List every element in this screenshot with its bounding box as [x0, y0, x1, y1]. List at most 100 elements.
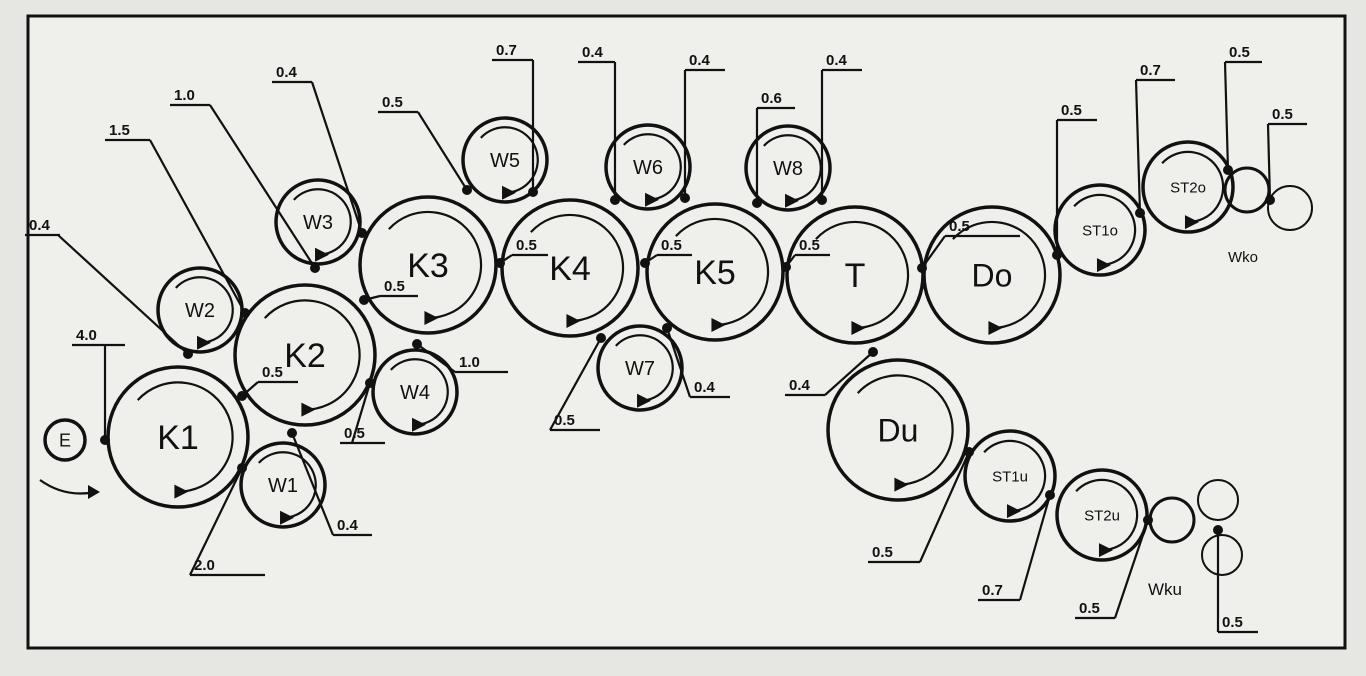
gap-value: 0.4 [789, 377, 811, 394]
gap-callout: 0.4 [785, 347, 878, 397]
roll-w6: W6 [604, 123, 692, 211]
contact-point [1223, 165, 1233, 175]
contact-point [1045, 490, 1055, 500]
rotation-arrow-icon [530, 213, 625, 323]
roll-circle [744, 124, 832, 212]
rotation-arrow-icon [263, 299, 361, 411]
contact-point [610, 195, 620, 205]
arrowhead-icon [851, 321, 866, 336]
contact-point [310, 263, 320, 273]
arrowhead-icon [988, 321, 1003, 336]
roll-k5: K5 [645, 202, 785, 342]
gap-callout: 0.4 [287, 428, 372, 537]
gap-callout: 0.5 [1223, 44, 1262, 175]
roll-circle [43, 418, 87, 462]
roll-label: K5 [694, 254, 736, 292]
roll-w8: W8 [744, 124, 832, 212]
gap-value: 4.0 [76, 327, 97, 344]
gap-value: 0.4 [276, 64, 298, 81]
roll-circle [371, 348, 459, 436]
contact-point [596, 333, 606, 343]
leader-line [683, 68, 725, 198]
gap-value: 0.4 [689, 52, 711, 69]
leader-line [978, 494, 1052, 602]
gap-callout: 0.5 [1075, 515, 1153, 620]
arrowhead-icon [280, 510, 295, 525]
roll-circle [1055, 468, 1149, 562]
leader-line [378, 110, 468, 191]
contact-point [100, 435, 110, 445]
gap-callout: 0.5 [340, 378, 385, 445]
roll-label: ST2o [1170, 179, 1206, 196]
roll-w7: W7 [596, 324, 684, 412]
rotation-arrow-icon [983, 439, 1047, 513]
gap-value: 0.5 [1061, 102, 1082, 119]
leader-line [1075, 519, 1150, 620]
gap-callout: 0.5 [359, 278, 418, 305]
leader-line [820, 68, 862, 200]
leader-line [1055, 118, 1097, 255]
contact-point [662, 323, 672, 333]
roll-label: W3 [303, 212, 333, 234]
diagram-frame [26, 14, 1347, 650]
contact-point [1143, 515, 1153, 525]
gap-callout: 1.0 [170, 87, 320, 273]
contact-point [495, 258, 505, 268]
roll-circle [239, 441, 327, 529]
arrowhead-icon [1184, 215, 1199, 230]
leader-line [578, 60, 617, 200]
contact-point [365, 378, 375, 388]
leader-line [340, 382, 385, 445]
roll-label: T [845, 257, 866, 295]
gap-value: 0.5 [661, 237, 682, 254]
rotation-arrow-icon [1075, 478, 1139, 552]
arrowhead-icon [637, 393, 652, 408]
contact-point [240, 308, 250, 318]
gap-value: 0.7 [1140, 62, 1161, 79]
roll-w4: W4 [371, 348, 459, 436]
arrowhead-icon [1096, 258, 1111, 273]
roll-circle [233, 283, 377, 427]
gap-value: 0.7 [496, 42, 517, 59]
roll-circle [604, 123, 692, 211]
arrowhead-icon [1098, 543, 1113, 558]
roll-st2o: ST2o [1141, 140, 1235, 234]
contact-point [237, 463, 247, 473]
roll-label: K1 [157, 419, 199, 457]
gap-callout: 0.5 [917, 218, 1020, 273]
contact-point [1265, 195, 1275, 205]
roll-label: W1 [268, 475, 298, 497]
leader-line [921, 234, 1020, 269]
roll-label: K3 [407, 247, 449, 285]
contact-point [1213, 525, 1223, 535]
leader-line [755, 106, 795, 203]
roll-label: W2 [185, 300, 215, 322]
roll-label: W5 [490, 150, 520, 172]
gap-callout: 0.4 [680, 52, 725, 203]
leader-line [1223, 60, 1262, 171]
rotation-arrow-icon [388, 210, 483, 320]
contact-point [462, 185, 472, 195]
gap-value: 2.0 [194, 557, 215, 574]
gap-callout: 0.5 [237, 364, 298, 401]
gap-value: 0.5 [1079, 600, 1100, 617]
gap-callout: 1.5 [105, 122, 250, 318]
contact-point [752, 198, 762, 208]
rotation-arrow-icon [258, 451, 317, 519]
gap-value: 0.5 [382, 94, 403, 111]
arrowhead-icon [301, 402, 316, 417]
roll-circle [596, 324, 684, 412]
gap-value: 0.4 [694, 379, 716, 396]
gap-value: 0.5 [872, 544, 893, 561]
roll-label: ST2u [1084, 507, 1120, 524]
leader-line [785, 351, 874, 397]
roll-label: ST1u [992, 468, 1028, 485]
arrowhead-icon [1006, 504, 1021, 519]
roll-label: W8 [773, 158, 803, 180]
gap-callout: 0.4 [272, 64, 367, 238]
leader-line [665, 327, 730, 399]
roll-label: W6 [633, 157, 663, 179]
gap-callout: 0.4 [578, 44, 620, 205]
roll-label: K4 [549, 250, 591, 288]
roll-k2: K2 [233, 283, 377, 427]
